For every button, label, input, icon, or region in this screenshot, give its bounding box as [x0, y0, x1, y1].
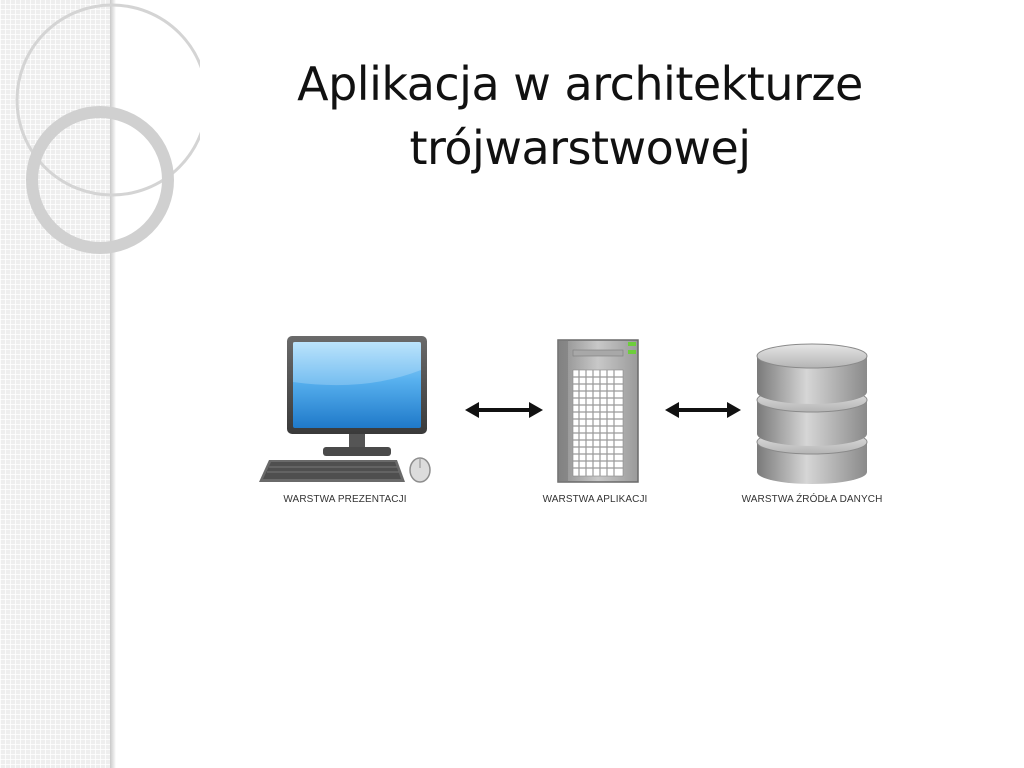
slide-title-line2: trójwarstwowej — [409, 121, 751, 175]
decorative-circle-large — [15, 3, 200, 197]
diagram-graphics — [259, 336, 868, 484]
node-label-data: WARSTWA ŹRÓDŁA DANYCH — [741, 494, 883, 505]
decorative-circle-ring — [26, 106, 174, 254]
three-tier-diagram: WARSTWA PREZENTACJI WARSTWA APLIKACJI WA… — [255, 330, 915, 520]
node-label-application: WARSTWA APLIKACJI — [542, 494, 648, 505]
server-tower-icon — [557, 339, 639, 483]
decorative-circles — [15, 3, 200, 254]
side-panel-edge — [110, 0, 116, 768]
bidirectional-arrow-2 — [665, 402, 741, 418]
slide-title: Aplikacja w architekturze trójwarstwowej — [200, 52, 960, 180]
desktop-computer-icon — [259, 336, 431, 483]
database-icon — [756, 343, 868, 484]
slide-title-line1: Aplikacja w architekturze — [297, 57, 863, 111]
bidirectional-arrow-1 — [465, 402, 543, 418]
node-label-presentation: WARSTWA PREZENTACJI — [283, 494, 407, 505]
